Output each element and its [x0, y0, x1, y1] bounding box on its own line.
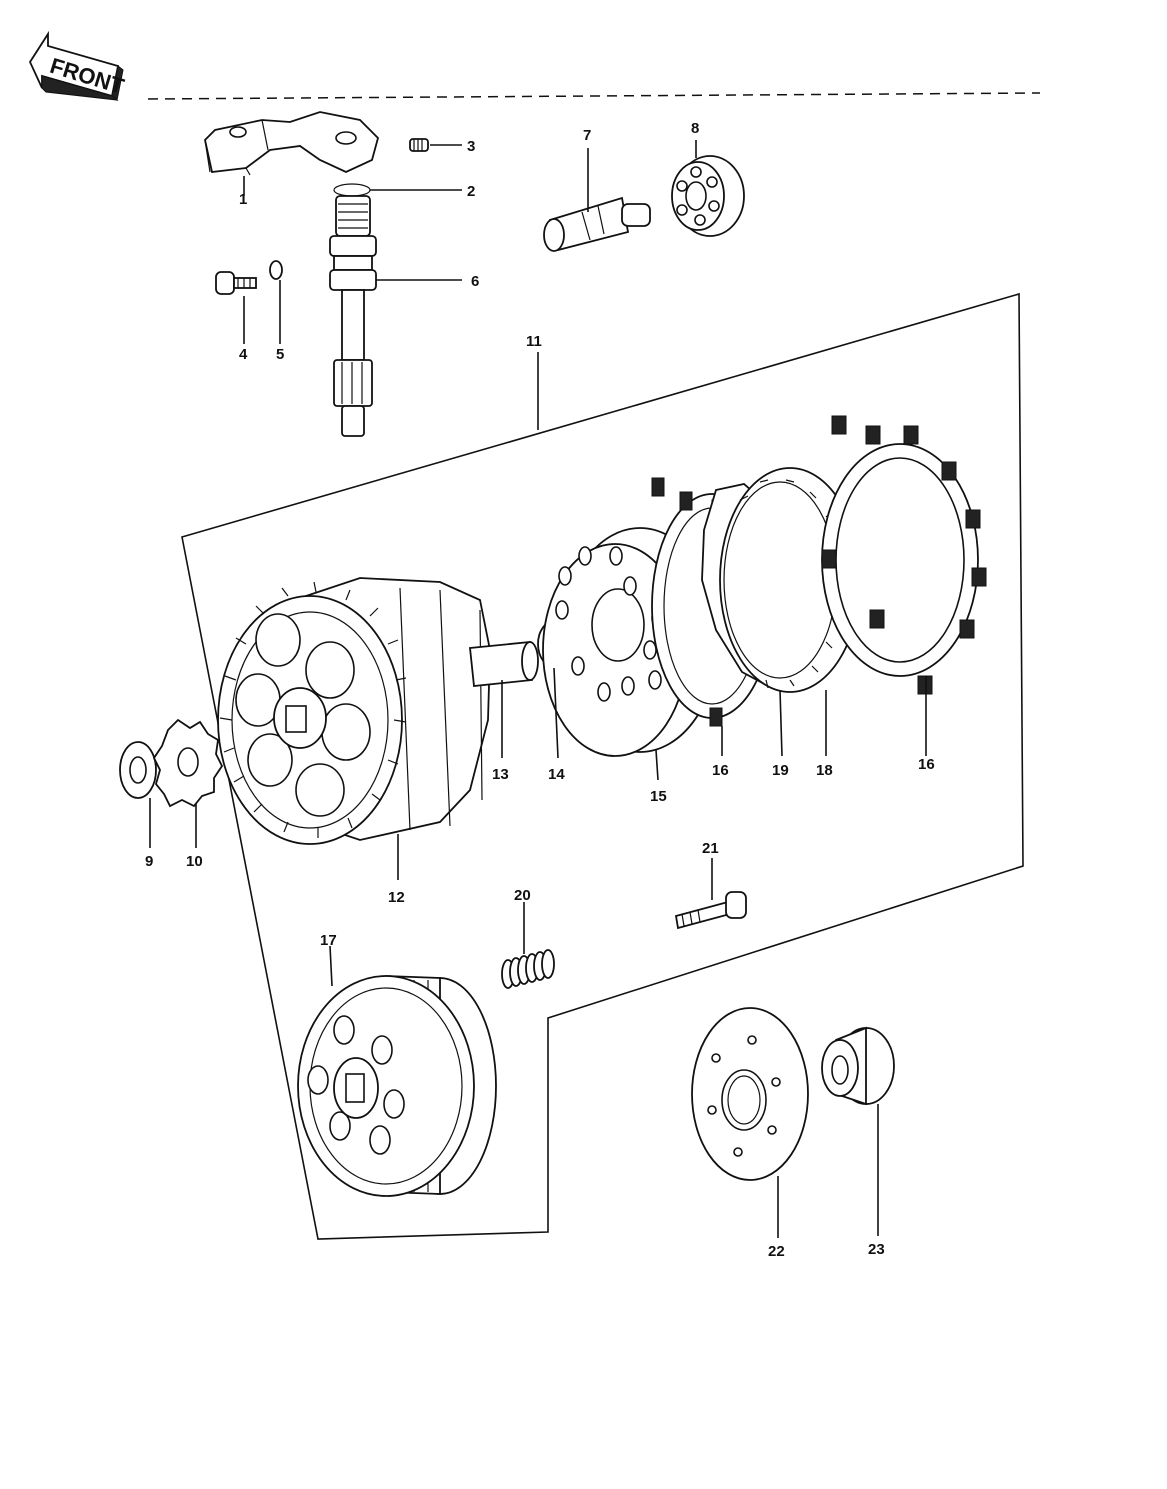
callout-3: 3	[467, 138, 475, 155]
washer-icon	[269, 260, 283, 280]
assembly-outline	[181, 292, 1024, 1240]
callout-7: 7	[583, 127, 591, 144]
callout-17: 18	[816, 762, 833, 779]
callout-18: 19	[772, 762, 789, 779]
bolt-icon	[215, 271, 257, 295]
callout-14: 14	[548, 766, 565, 783]
callout-13: 13	[492, 766, 509, 783]
bolt-icon	[674, 891, 747, 930]
sleeve-icon	[469, 641, 539, 687]
callout-2: 2	[467, 183, 475, 200]
callout-4: 4	[239, 346, 248, 363]
bracket-arm-icon	[204, 111, 380, 176]
leader-lines	[149, 140, 927, 1238]
callout-15: 15	[650, 788, 667, 805]
release-shaft-icon	[329, 195, 377, 437]
callout-16a: 16	[712, 762, 729, 779]
callout-11: 11	[526, 333, 542, 350]
sprocket-gear-icon	[152, 718, 224, 808]
push-rod-icon	[543, 196, 651, 252]
callout-23: 23	[868, 1241, 885, 1258]
friction-plate-icon	[821, 415, 987, 695]
ball-bearing-icon	[671, 155, 745, 237]
callout-5: 5	[276, 346, 284, 363]
circlip-icon	[333, 183, 371, 197]
set-screw-icon	[409, 138, 429, 152]
washer-icon	[119, 741, 157, 799]
callout-10: 10	[186, 853, 203, 870]
callout-12: 12	[388, 889, 405, 906]
front-direction-arrow: FRONT	[28, 30, 127, 101]
callout-9: 9	[145, 853, 153, 870]
callout-16b: 16	[918, 756, 935, 773]
callout-21: 21	[702, 840, 719, 857]
clutch-spring-icon	[501, 949, 555, 989]
clutch-housing-icon	[217, 577, 491, 845]
plate-icon	[691, 1007, 809, 1181]
callout-1: 1	[239, 191, 247, 208]
part-callouts: 1 2 3 4 5 6 7 8 9 10 11 12 13 14 15 16 1…	[145, 120, 935, 1260]
callout-20: 20	[514, 887, 531, 904]
callout-6: 6	[471, 273, 479, 290]
callout-22: 22	[768, 1243, 785, 1260]
callout-19: 17	[320, 932, 337, 949]
clutch-hub-icon	[297, 975, 497, 1197]
bushing-icon	[821, 1026, 895, 1106]
callout-8: 8	[691, 120, 699, 137]
top-dashed-line	[147, 92, 1041, 100]
